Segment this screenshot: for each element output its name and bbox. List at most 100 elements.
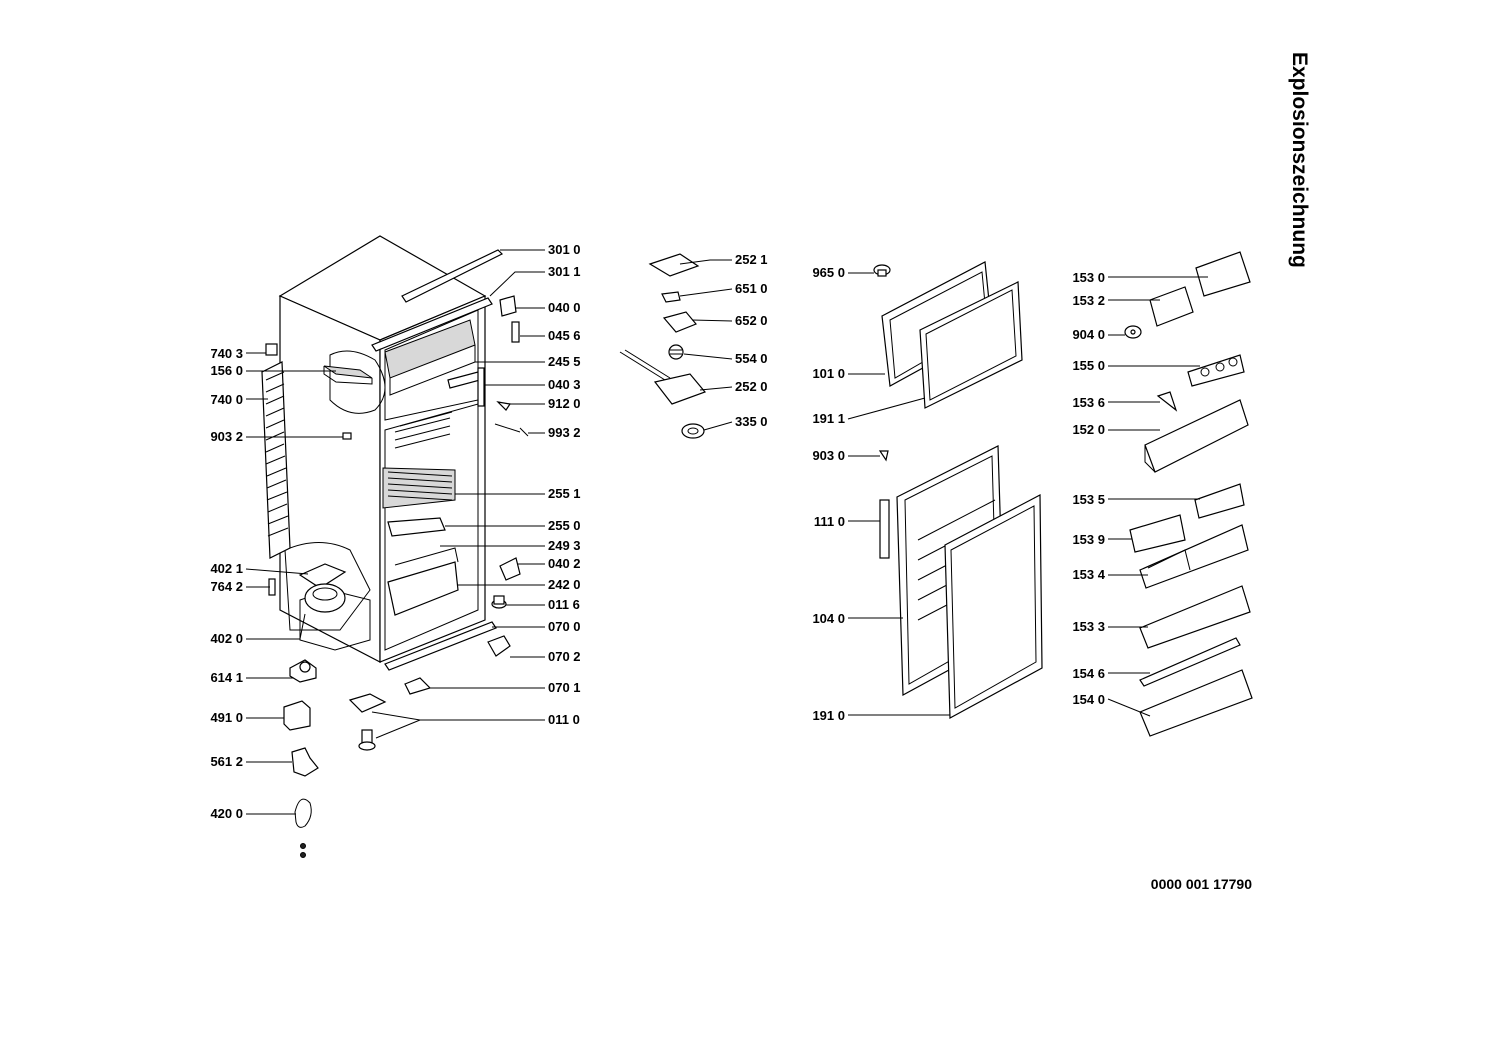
label-2455: 245 5 [548, 354, 581, 369]
label-0110: 011 0 [548, 712, 580, 727]
part-1534 [1139, 524, 1249, 589]
label-1560: 156 0 [210, 363, 243, 378]
label-6141: 614 1 [210, 670, 243, 685]
label-0402: 040 2 [548, 556, 581, 571]
part-labels: 301 0 301 1 040 0 045 6 245 5 040 3 912 … [210, 242, 1105, 821]
fridge-cabinet [278, 235, 504, 671]
label-1540: 154 0 [1072, 692, 1105, 707]
part-1546 [1139, 637, 1241, 687]
label-1040: 104 0 [812, 611, 845, 626]
part-4200 [294, 798, 312, 858]
label-2521: 252 1 [735, 252, 768, 267]
label-1533: 153 3 [1072, 619, 1105, 634]
label-0403: 040 3 [548, 377, 581, 392]
label-1110: 111 0 [814, 514, 845, 529]
part-1535 [1194, 483, 1245, 519]
label-4021: 402 1 [210, 561, 243, 576]
label-7400: 740 0 [210, 392, 243, 407]
part-0702 [487, 635, 511, 657]
label-1535: 153 5 [1072, 492, 1105, 507]
label-5540: 554 0 [735, 351, 768, 366]
part-6510 [661, 291, 681, 303]
label-5612: 561 2 [210, 754, 243, 769]
part-1550-egg-tray [1187, 354, 1245, 387]
part-5612 [291, 747, 319, 777]
label-3010: 301 0 [548, 242, 581, 257]
label-1539: 153 9 [1072, 532, 1105, 547]
part-compressor [304, 583, 346, 613]
part-9032-screw [342, 432, 352, 440]
part-2520 [619, 349, 707, 405]
label-2420: 242 0 [548, 577, 581, 592]
label-4200: 420 0 [210, 806, 243, 821]
label-2550: 255 0 [548, 518, 581, 533]
part-9040 [1124, 325, 1142, 339]
part-4910 [283, 700, 311, 731]
label-2520: 252 0 [735, 379, 768, 394]
label-0456: 045 6 [548, 328, 581, 343]
label-9032: 903 2 [210, 429, 243, 444]
page-title: Explosionszeichnung [1288, 52, 1311, 268]
label-6520: 652 0 [735, 313, 768, 328]
condenser-coil [261, 361, 291, 559]
label-0116: 011 6 [548, 597, 580, 612]
label-1532: 153 2 [1072, 293, 1105, 308]
label-0701: 070 1 [548, 680, 581, 695]
label-1911: 191 1 [812, 411, 845, 426]
label-6510: 651 0 [735, 281, 768, 296]
part-0402 [499, 557, 521, 581]
part-1539 [1129, 514, 1186, 553]
part-0400-bracket [499, 295, 517, 317]
leader-lines [245, 249, 1208, 815]
part-7403 [265, 343, 278, 356]
label-1520: 152 0 [1072, 422, 1105, 437]
part-9030 [878, 450, 889, 462]
part-1520 [1144, 399, 1249, 473]
part-0110 [348, 693, 387, 751]
label-9650: 965 0 [812, 265, 845, 280]
part-1540 [1139, 669, 1253, 737]
label-9120: 912 0 [548, 396, 581, 411]
label-1534: 153 4 [1072, 567, 1105, 582]
label-0700: 070 0 [548, 619, 581, 634]
label-7642: 764 2 [210, 579, 243, 594]
part-1533 [1139, 585, 1251, 649]
part-1110-handle [879, 499, 890, 559]
label-4910: 491 0 [210, 710, 243, 725]
part-9932 [494, 423, 529, 437]
part-6141 [289, 659, 317, 683]
label-2551: 255 1 [548, 486, 581, 501]
fridge-door-gasket [944, 494, 1043, 719]
label-7403: 740 3 [210, 346, 243, 361]
label-4020: 402 0 [210, 631, 243, 646]
label-1546: 154 6 [1072, 666, 1105, 681]
label-1530: 153 0 [1072, 270, 1105, 285]
part-1530 [1195, 251, 1251, 297]
part-4021-compressor-cover [298, 563, 347, 589]
label-0702: 070 2 [548, 649, 581, 664]
label-1910: 191 0 [812, 708, 845, 723]
label-1550: 155 0 [1072, 358, 1105, 373]
part-6520 [662, 311, 697, 333]
label-1010: 101 0 [812, 366, 845, 381]
part-1536 [1156, 391, 1178, 412]
part-0701 [404, 677, 432, 695]
part-0403 [447, 367, 485, 407]
part-9120 [496, 401, 512, 411]
part-1532 [1149, 286, 1194, 327]
label-3350: 335 0 [735, 414, 768, 429]
label-1536: 153 6 [1072, 395, 1105, 410]
document-number: 0000 001 17790 [1151, 876, 1252, 892]
label-9030: 903 0 [812, 448, 845, 463]
part-3350 [681, 423, 705, 439]
label-2493: 249 3 [548, 538, 581, 553]
part-9650 [873, 264, 891, 277]
part-0116 [491, 595, 507, 609]
part-5540 [668, 344, 684, 360]
freezer-door-gasket [919, 281, 1023, 409]
part-2521 [648, 253, 700, 277]
part-0456-bolt [511, 321, 520, 343]
label-9932: 993 2 [548, 425, 581, 440]
label-0400: 040 0 [548, 300, 581, 315]
